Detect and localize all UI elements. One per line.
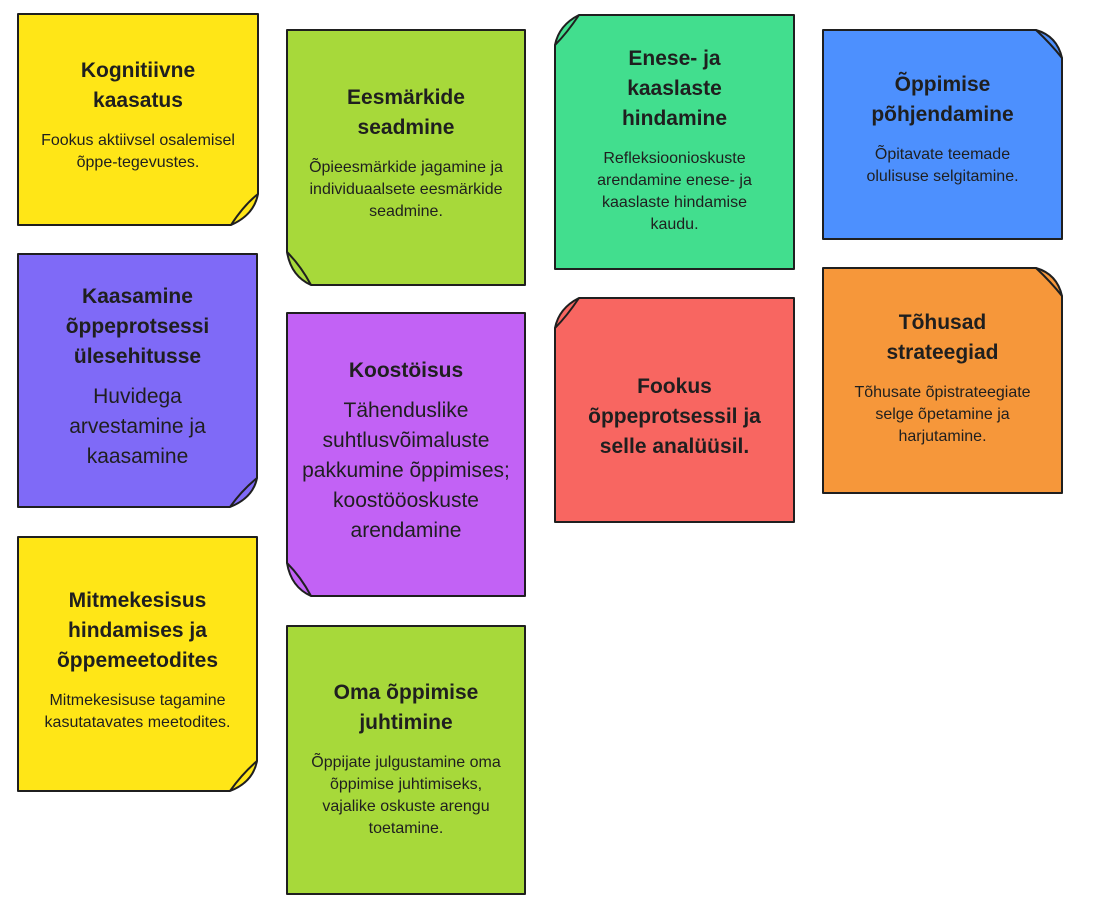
note-content: Tõhusad strateegiad Tõhusate õpistrateeg… — [823, 268, 1062, 493]
note-title: Kaasamine õppeprotsessi ülesehitusse — [65, 284, 210, 368]
note-content: Eesmärkide seadmine Õpieesmärkide jagami… — [287, 30, 525, 285]
sticky-note-shape — [286, 625, 526, 895]
sticky-note-shape — [286, 312, 526, 597]
note-description: Refleksioonioskuste arendamine enese- ja… — [597, 150, 752, 233]
note-content: Kaasamine õppeprotsessi ülesehitusse Huv… — [18, 254, 257, 507]
note-description: Tõhusate õpistrateegiate selge õpetamine… — [854, 383, 1031, 445]
note-title: Fookus õppeprotsessil ja selle analüüsil… — [588, 375, 761, 458]
note-content: Oma õppimise juhtimine Õppijate julgusta… — [287, 626, 525, 894]
note-description: Tähenduslike suhtlusvõimaluste pakkumine… — [302, 398, 510, 542]
sticky-note-shape — [822, 267, 1063, 494]
note-kognitiivne-kaasatus: Kognitiivne kaasatus Fookus aktiivsel os… — [17, 13, 259, 226]
note-content: Enese- ja kaaslaste hindamine Refleksioo… — [555, 15, 794, 269]
note-title: Enese- ja kaaslaste hindamine — [621, 47, 727, 130]
note-enese-ja-kaaslaste-hindamine: Enese- ja kaaslaste hindamine Refleksioo… — [554, 14, 795, 270]
sticky-note-shape — [822, 29, 1063, 240]
sticky-note-shape — [17, 253, 258, 508]
note-content: Õppimise põhjendamine Õpitavate teemade … — [823, 30, 1062, 239]
note-oppimise-pohjendamine: Õppimise põhjendamine Õpitavate teemade … — [822, 29, 1063, 240]
note-eesmarkide-seadmine: Eesmärkide seadmine Õpieesmärkide jagami… — [286, 29, 526, 286]
note-description: Fookus aktiivsel osalemisel õppe-tegevus… — [41, 131, 235, 171]
note-title: Oma õppimise juhtimine — [333, 681, 479, 734]
note-title: Õppimise põhjendamine — [871, 72, 1014, 126]
note-description: Õpitavate teemade olulisuse selgitamine. — [866, 145, 1019, 185]
note-oma-oppimise-juhtimine: Oma õppimise juhtimine Õppijate julgusta… — [286, 625, 526, 895]
note-content: Mitmekesisus hindamises ja õppemeetodite… — [18, 537, 257, 791]
note-content: Fookus õppeprotsessil ja selle analüüsil… — [555, 298, 794, 522]
note-title: Koostöisus — [348, 358, 464, 382]
note-title: Eesmärkide seadmine — [347, 85, 465, 139]
note-content: Koostöisus Tähenduslike suhtlusvõimalust… — [287, 313, 525, 596]
note-fookus-oppeprotsessil: Fookus õppeprotsessil ja selle analüüsil… — [554, 297, 795, 523]
note-description: Huvidega arvestamine ja kaasamine — [69, 384, 206, 468]
note-koostoisus: Koostöisus Tähenduslike suhtlusvõimalust… — [286, 312, 526, 597]
note-description: Mitmekesisuse tagamine kasutatavates mee… — [44, 692, 231, 731]
note-title: Tõhusad strateegiad — [886, 310, 999, 364]
note-title: Kognitiivne kaasatus — [80, 58, 196, 112]
note-tohusad-strateegiad: Tõhusad strateegiad Tõhusate õpistrateeg… — [822, 267, 1063, 494]
note-content: Kognitiivne kaasatus Fookus aktiivsel os… — [18, 14, 258, 225]
sticky-note-shape — [554, 14, 795, 270]
note-description: Õppijate julgustamine oma õppimise juhti… — [311, 754, 501, 837]
sticky-note-shape — [554, 297, 795, 523]
note-mitmekesisus: Mitmekesisus hindamises ja õppemeetodite… — [17, 536, 258, 792]
note-kaasamine-oppeprotsessi: Kaasamine õppeprotsessi ülesehitusse Huv… — [17, 253, 258, 508]
sticky-note-shape — [17, 536, 258, 792]
sticky-note-shape — [17, 13, 259, 226]
sticky-note-shape — [286, 29, 526, 286]
note-description: Õpieesmärkide jagamine ja individuaalset… — [309, 158, 503, 220]
note-title: Mitmekesisus hindamises ja õppemeetodite… — [56, 589, 219, 672]
